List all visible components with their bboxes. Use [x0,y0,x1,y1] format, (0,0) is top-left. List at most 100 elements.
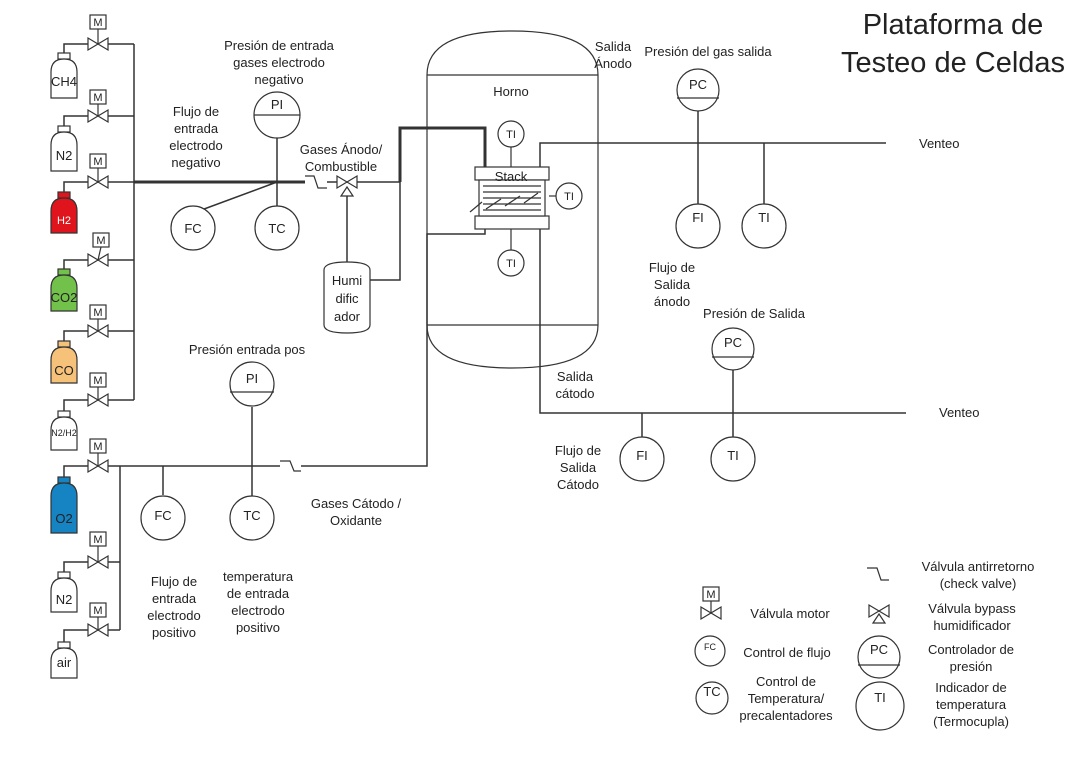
anode-outlet: Salida Ánodo Presión del gas salida PC F… [594,39,959,309]
legend-bypass-line1: Válvula bypass [928,601,1016,616]
cathode-temp-label-line4: positivo [236,620,280,635]
legend-ti-line3: (Termocupla) [933,714,1009,729]
legend-check-valve-icon [867,567,889,581]
legend-motor-label: M [706,589,715,601]
ch4-label: CH4 [51,74,77,89]
motor-valve-h2[interactable]: M [87,153,109,190]
anode-outlet-flow-line1: Flujo de [649,260,695,275]
legend-motor-valve-label: Válvula motor [750,606,830,621]
humidifier-label-line2: dific [335,291,359,306]
cathode-venteo-label: Venteo [939,405,980,420]
motor-valve-air[interactable]: M [87,602,109,638]
legend-pc-symbol: PC [870,642,888,657]
motor-valve-co[interactable]: M [87,304,109,339]
n2h2-label: N2/H2 [51,428,77,438]
cathode-gases-label-line2: Oxidante [330,513,382,528]
n2-bottom-cylinder: N2 [50,571,78,613]
stack-label: Stack [495,169,528,184]
legend-fc-symbol: FC [704,642,716,652]
legend-fc-icon: FC [694,635,726,667]
cathode-outlet-pc-label: PC [724,335,742,350]
legend-tc-line1: Control de [756,674,816,689]
legend-motor-valve-icon: M [700,586,722,621]
anode-check-valve[interactable] [305,175,327,189]
motor-label: M [93,92,102,104]
anode-fc-label: FC [184,221,201,236]
anode-outlet-flow-line3: ánodo [654,294,690,309]
cathode-fc-label: FC [154,508,171,523]
humidifier-bypass-valve[interactable] [336,174,358,197]
cathode-outlet-flow-line3: Cátodo [557,477,599,492]
legend: Válvula antirretorno (check valve) M Vál… [694,559,1034,731]
diagram-title-line1: Plataforma de [863,9,1044,41]
co-label: CO [54,363,74,378]
anode-fc-controller[interactable]: FC [170,205,216,251]
cathode-fc-controller[interactable]: FC [140,495,186,541]
cathode-outlet-ti-indicator[interactable]: TI [710,436,756,482]
motor-label: M [93,17,102,29]
cathode-tc-label: TC [243,508,260,523]
n2-bottom-label: N2 [56,592,73,607]
legend-ti-icon: TI [855,681,905,731]
legend-bypass-line2: humidificador [933,618,1011,633]
cathode-check-valve[interactable] [280,460,301,472]
cathode-outlet-label-line1: Salida [557,369,594,384]
anode-outlet-flow-line2: Salida [654,277,691,292]
h2-label: H2 [57,215,71,227]
anode-tc-label: TC [268,221,285,236]
anode-tc-controller[interactable]: TC [254,205,300,251]
anode-inlet-pressure-label-line1: Presión de entrada [224,38,335,53]
anode-flow-label-line1: Flujo de [173,104,219,119]
humidifier-vessel[interactable]: Humi dific ador [323,261,371,334]
motor-valve-co2[interactable]: M [87,232,110,268]
cathode-tc-controller[interactable]: TC [229,495,275,541]
motor-valve-n2h2[interactable]: M [87,372,109,408]
legend-pc-icon: PC [857,635,901,679]
motor-label: M [93,375,102,387]
oven: Horno Stack TI TI [426,30,599,369]
piping [63,43,906,646]
anode-outlet-fi-label: FI [692,210,704,225]
anode-gases-label-line1: Gases Ánodo/ [300,142,383,157]
motor-valve-ch4[interactable]: M [87,14,109,52]
legend-bypass-valve-icon [868,603,890,624]
fuel-cell-stack[interactable]: Stack [469,166,550,230]
air-cylinder: air [50,641,78,679]
n2-top-label: N2 [56,148,73,163]
anode-pi-indicator[interactable]: PI [253,91,301,139]
stack-ti-top[interactable]: TI [497,120,525,167]
legend-ti-symbol: TI [874,690,886,705]
motor-valve-n2-top[interactable]: M [87,89,109,124]
stack-ti-top-label: TI [506,129,516,141]
stack-ti-bottom-label: TI [506,258,516,270]
cathode-temp-label-line2: de entrada [227,586,290,601]
cathode-outlet-label-line2: cátodo [555,386,594,401]
anode-outlet-fi-indicator[interactable]: FI [675,203,721,249]
cathode-outlet-pc-controller[interactable]: PC [711,327,755,371]
n2-top-cylinder: N2 [50,125,78,172]
diagram-title-line2: Testeo de Celdas [841,47,1065,79]
anode-inlet: Presión de entrada gases electrodo negat… [169,38,383,334]
cathode-inlet-pressure-label: Presión entrada pos [189,342,306,357]
anode-flow-label-line4: negativo [171,155,220,170]
cathode-outlet: Salida cátodo Presión de Salida PC FI TI… [555,306,980,492]
motor-valve-n2-bottom[interactable]: M [87,531,109,570]
stack-ti-right[interactable]: TI [549,182,583,210]
cathode-pi-indicator[interactable]: PI [229,361,275,407]
cathode-outlet-fi-indicator[interactable]: FI [619,436,665,482]
anode-outlet-pc-controller[interactable]: PC [676,68,720,112]
cathode-flow-label-line4: positivo [152,625,196,640]
cathode-outlet-fi-label: FI [636,448,648,463]
motor-valve-o2[interactable]: M [87,438,109,474]
legend-check-valve-line2: (check valve) [940,576,1017,591]
cathode-flow-label-line2: entrada [152,591,197,606]
ch4-cylinder: CH4 [50,52,78,99]
stack-ti-bottom[interactable]: TI [497,229,525,277]
legend-ti-line1: Indicador de [935,680,1007,695]
motor-label: M [93,307,102,319]
anode-outlet-ti-indicator[interactable]: TI [741,203,787,249]
legend-tc-icon: TC [695,681,729,715]
cathode-outlet-pressure-label: Presión de Salida [703,306,806,321]
n2h2-cylinder: N2/H2 [50,410,78,451]
anode-inlet-pressure-label-line2: gases electrodo [233,55,325,70]
